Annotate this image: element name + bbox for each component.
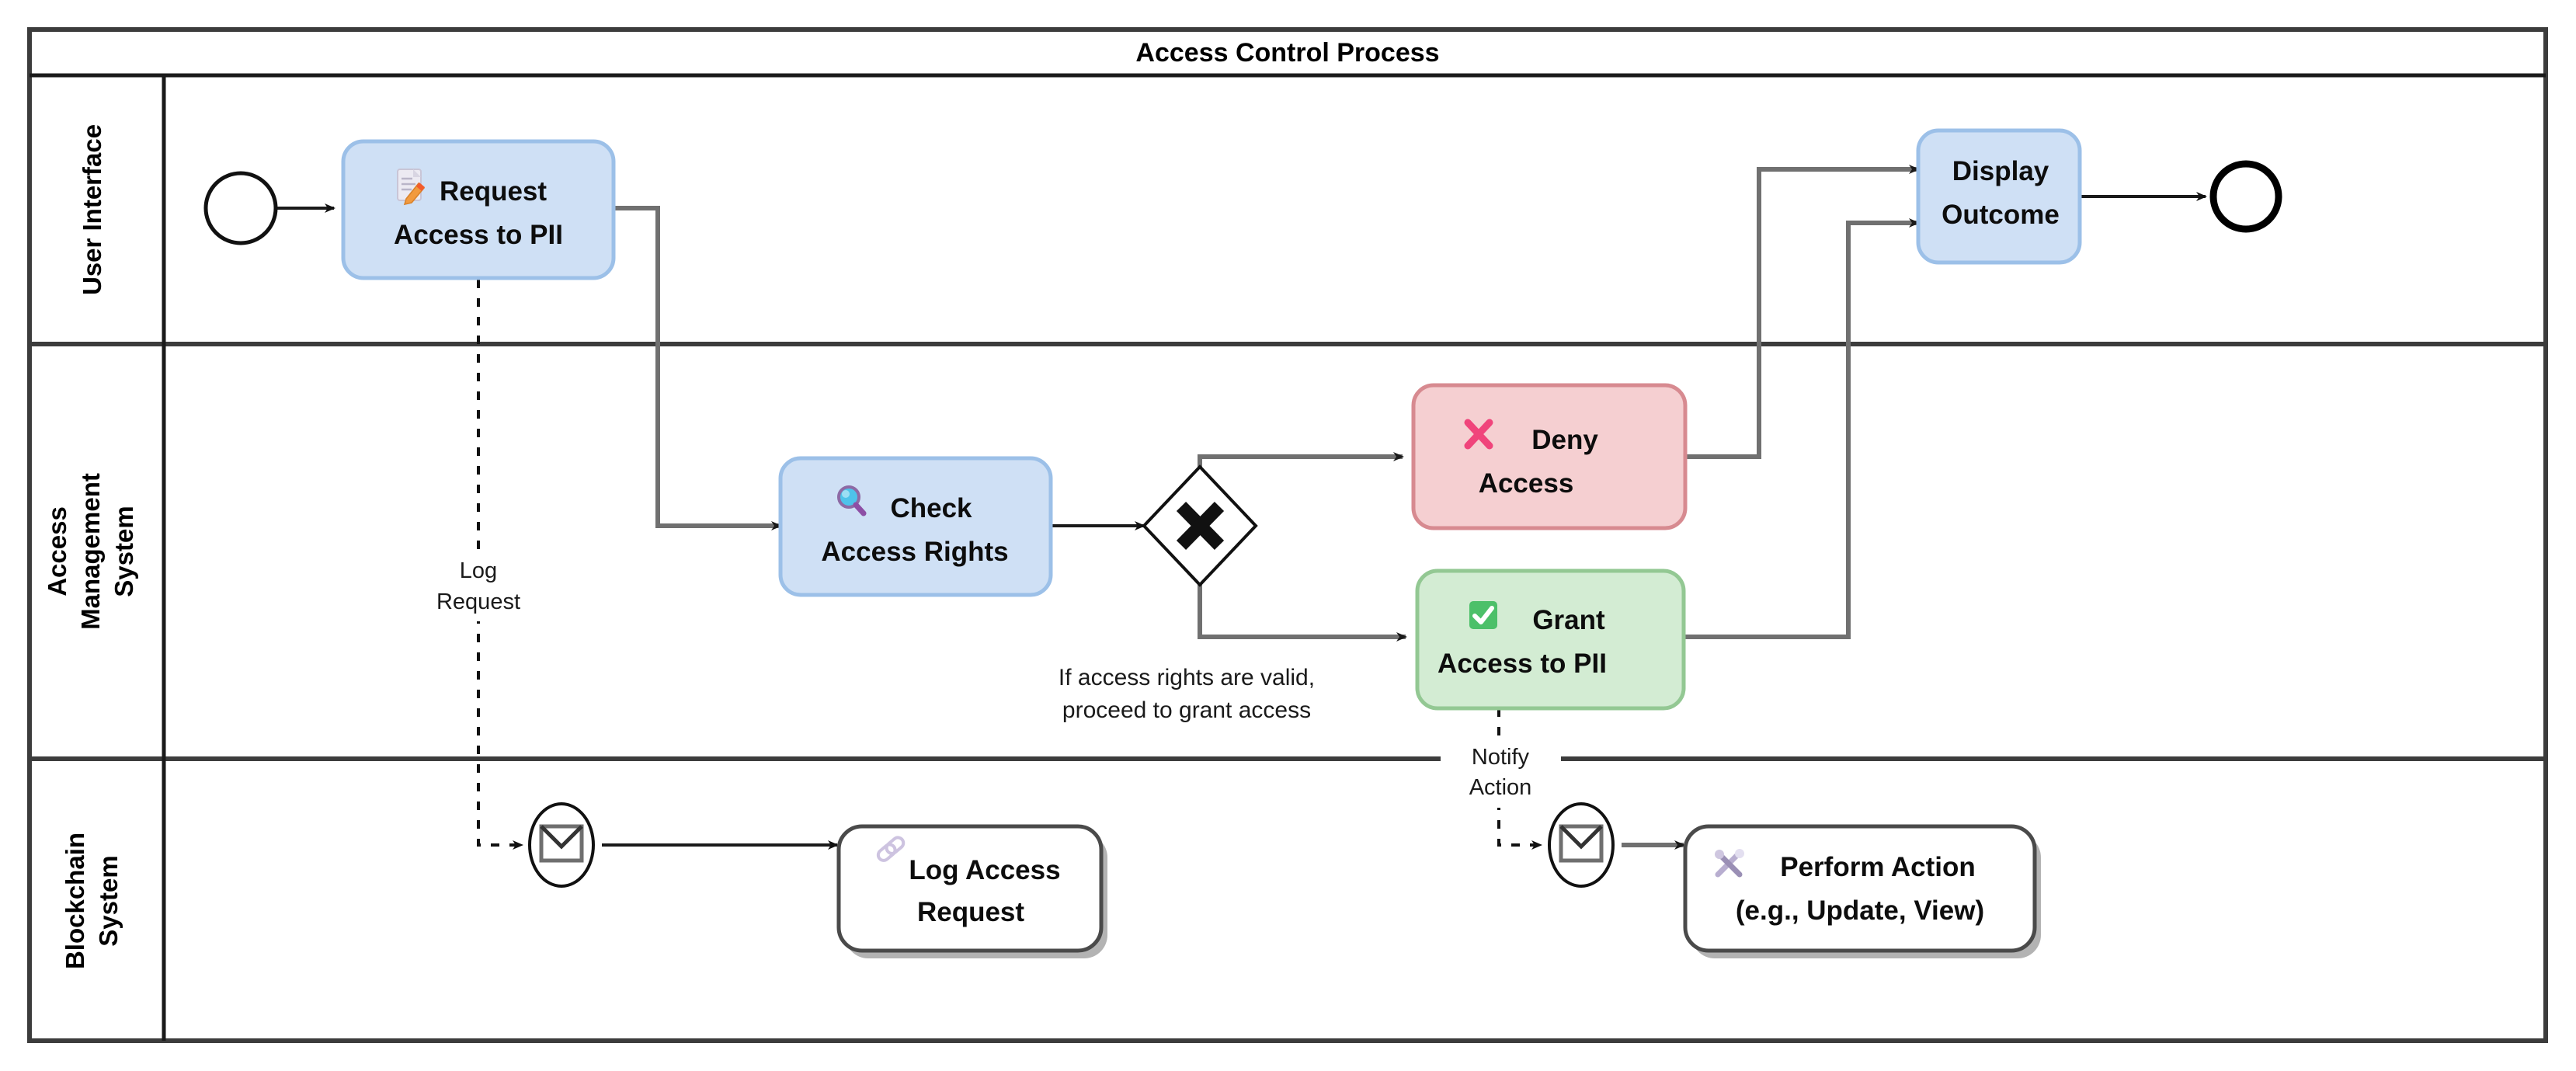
edge-label-notify-action: Notify Action xyxy=(1441,738,1561,808)
pool-title: Access Control Process xyxy=(1135,38,1439,68)
flow-grant-to-display xyxy=(1684,218,1920,639)
edge-label-log-request-line2: Request xyxy=(436,589,520,614)
end-event-circle[interactable] xyxy=(2209,160,2282,233)
cross-mark-icon xyxy=(1464,419,1493,450)
lane-label-ams-line1: Access xyxy=(43,506,71,596)
envelope-icon-flap xyxy=(540,825,583,850)
gateway-condition-note: If access rights are valid, proceed to g… xyxy=(1059,665,1315,723)
task-perform-action[interactable]: Perform Action (e.g., Update, View) xyxy=(1683,824,2041,958)
edge-label-log-request-line1: Log xyxy=(460,558,497,583)
task-log-access-request-line2: Request xyxy=(917,897,1024,927)
gateway-note-line1: If access rights are valid, xyxy=(1059,665,1315,690)
task-log-access-request[interactable]: Log Access Request xyxy=(836,824,1107,958)
magnifying-glass-icon xyxy=(837,485,867,516)
lane-label-bc-line2: System xyxy=(94,855,123,946)
task-grant-access-to-pii[interactable]: Grant Access to PII xyxy=(1415,569,1686,711)
envelope-icon-flap xyxy=(1559,825,1603,850)
memo-pencil-icon xyxy=(397,169,426,206)
task-check-access-rights-line2: Access Rights xyxy=(821,537,1008,567)
start-event[interactable] xyxy=(203,171,278,245)
gateway-note-line2: proceed to grant access xyxy=(1062,697,1311,723)
task-display-outcome-line2: Outcome xyxy=(1942,200,2060,230)
hammer-and-wrench-icon xyxy=(1715,849,1744,878)
edge-label-log-request: Log Request xyxy=(417,551,540,621)
lane-label-ams-line2: Management xyxy=(76,473,105,630)
task-check-access-rights-line1: Check xyxy=(890,493,972,523)
task-request-access-to-pii[interactable]: Request Access to PII xyxy=(341,139,616,280)
pool-container: Access Control Process xyxy=(27,27,2548,1043)
task-display-outcome[interactable]: Display Outcome xyxy=(1916,128,2082,265)
task-display-outcome-box[interactable] xyxy=(1916,128,2082,265)
flow-gateway-to-grant xyxy=(1198,575,1407,642)
task-grant-access-to-pii-line2: Access to PII xyxy=(1437,649,1607,679)
link-icon xyxy=(876,836,906,862)
start-event-circle[interactable] xyxy=(203,171,278,245)
edge-label-notify-action-bg xyxy=(1441,738,1561,808)
task-request-access-to-pii-line1: Request xyxy=(440,176,547,207)
task-request-access-to-pii-box[interactable] xyxy=(341,139,616,280)
task-log-access-request-line1: Log Access xyxy=(909,855,1060,885)
flow-request-to-check xyxy=(614,206,782,530)
edge-label-log-request-bg xyxy=(417,551,540,621)
lane-separators xyxy=(30,75,2546,1041)
message-event-log-request[interactable] xyxy=(528,802,595,888)
task-perform-action-line2: (e.g., Update, View) xyxy=(1736,895,1984,926)
connector-layer: log msg event --> notify msg event --> xyxy=(276,165,2207,850)
task-log-access-request-box[interactable] xyxy=(836,824,1104,953)
end-event[interactable] xyxy=(2209,160,2282,233)
exclusive-gateway-x-stroke-2 xyxy=(1176,502,1225,550)
task-deny-access-box[interactable] xyxy=(1411,383,1688,530)
lane-label-blockchain-system: Blockchain System xyxy=(61,833,123,969)
message-event-notify-action[interactable] xyxy=(1548,802,1615,888)
flow-deny-to-display xyxy=(1685,165,1920,459)
exclusive-gateway[interactable] xyxy=(1142,464,1258,587)
task-perform-action-line1: Perform Action xyxy=(1780,852,1976,882)
task-deny-access-line2: Access xyxy=(1479,468,1574,499)
lane-label-bc-line1: Blockchain xyxy=(61,833,89,969)
envelope-icon xyxy=(539,824,584,863)
check-mark-button-icon xyxy=(1469,601,1497,629)
flow-gateway-to-deny xyxy=(1198,452,1404,476)
lane-label-user-interface: User Interface xyxy=(78,124,106,295)
lane-label-user-interface-text: User Interface xyxy=(78,124,106,295)
edge-label-notify-action-line1: Notify xyxy=(1472,745,1530,770)
task-deny-access-line1: Deny xyxy=(1531,425,1598,455)
pool-outer-border xyxy=(27,27,2548,1043)
edge-label-notify-action-line2: Action xyxy=(1469,775,1532,800)
task-perform-action-box[interactable] xyxy=(1683,824,2037,953)
task-grant-access-to-pii-box[interactable] xyxy=(1415,569,1686,711)
envelope-icon xyxy=(1559,824,1604,863)
message-flow-log-request xyxy=(477,280,523,850)
task-request-access-to-pii-line2: Access to PII xyxy=(394,220,563,250)
lane-label-access-management-system: Access Management System xyxy=(43,473,138,630)
lane-label-ams-line3: System xyxy=(110,506,138,596)
task-check-access-rights-box[interactable] xyxy=(778,456,1053,597)
task-check-access-rights[interactable]: Check Access Rights xyxy=(778,456,1053,597)
task-grant-access-to-pii-line1: Grant xyxy=(1532,605,1605,635)
task-deny-access[interactable]: Deny Access xyxy=(1411,383,1688,530)
task-display-outcome-line1: Display xyxy=(1952,156,2049,186)
